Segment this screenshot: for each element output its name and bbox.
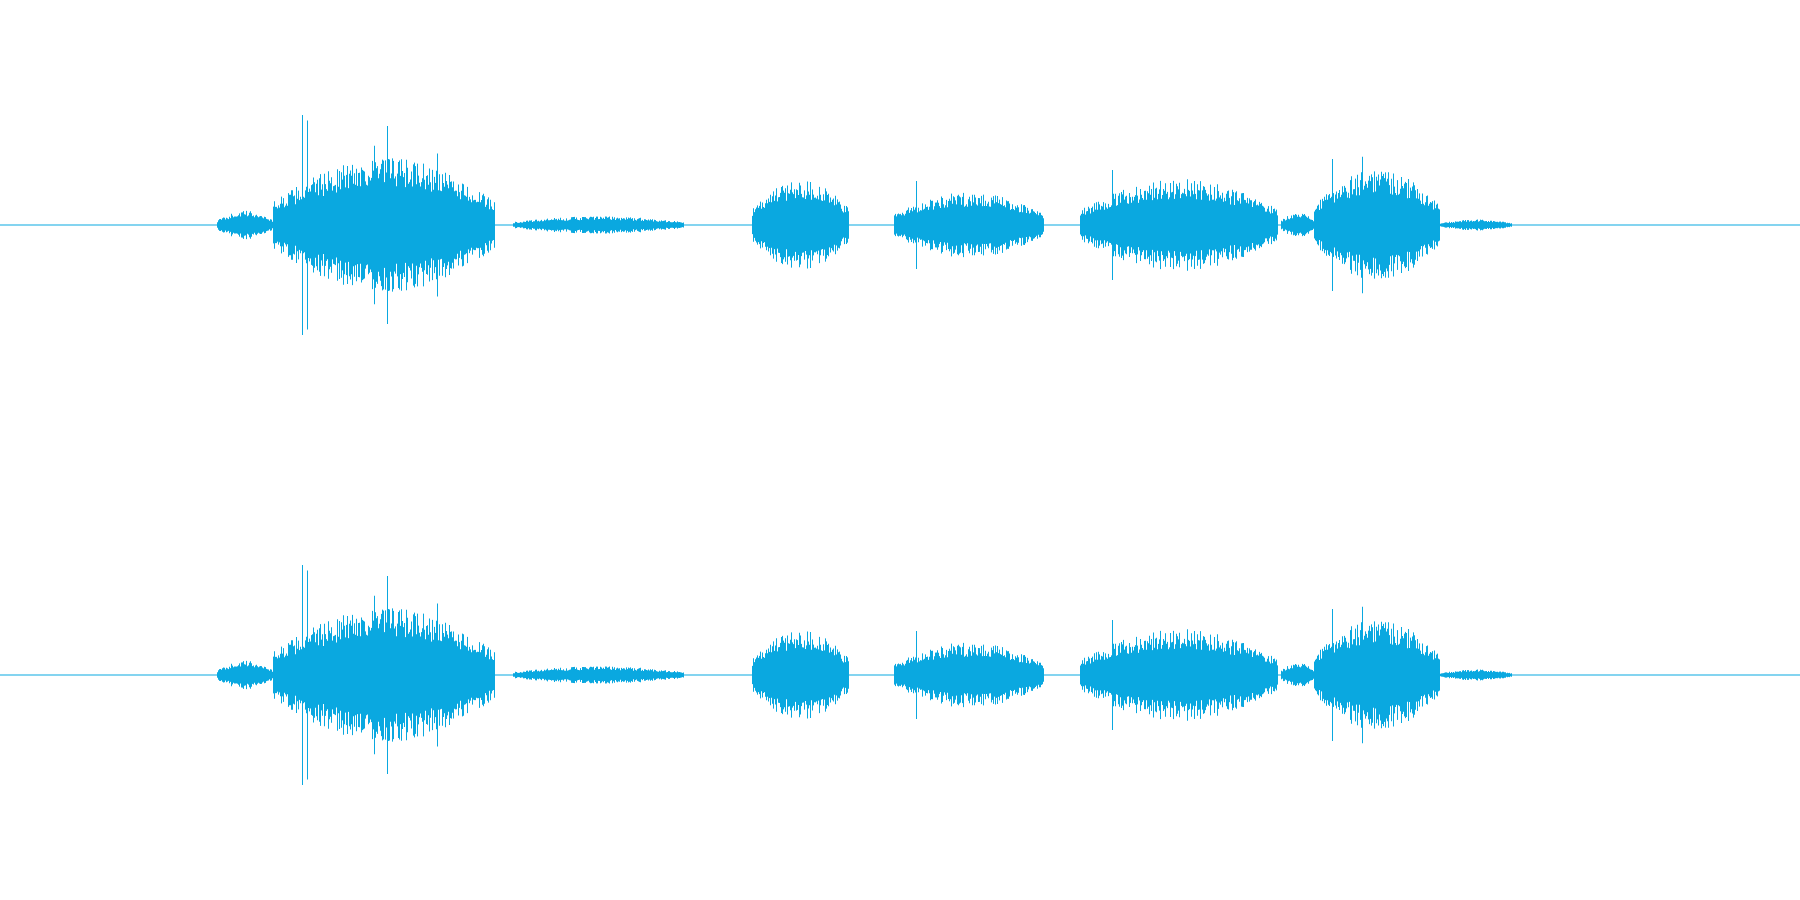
channel-left-waveform	[0, 115, 1800, 335]
waveform-body	[217, 115, 1512, 335]
waveform-body	[217, 565, 1512, 785]
channel-right-waveform	[0, 565, 1800, 785]
